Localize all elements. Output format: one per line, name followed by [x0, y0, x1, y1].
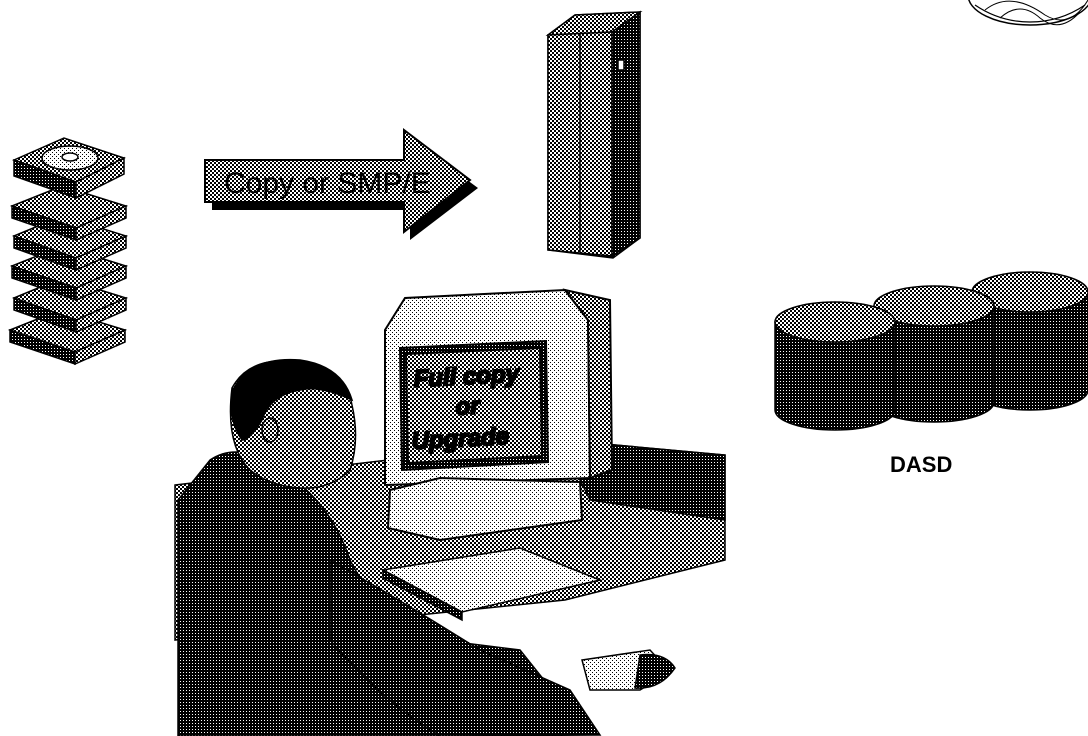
monitor: Full copy or Upgrade [384, 288, 614, 542]
keyboard [380, 547, 603, 622]
mainframe-server-icon [545, 10, 643, 259]
copy-arrow-icon: Copy or SMP/E [204, 127, 478, 240]
screen-line-1: Full copy [413, 360, 521, 393]
cartridge-stack-icon [7, 137, 129, 366]
dasd-label: DASD [890, 452, 952, 477]
computer-user-icon [177, 358, 676, 736]
globe-icon [968, 0, 1088, 26]
arrow-label: Copy or SMP/E [224, 167, 431, 200]
screen-line-2: or [455, 392, 482, 420]
screen-line-3: Upgrade [411, 423, 510, 455]
dasd-disk-icon [774, 271, 1088, 431]
